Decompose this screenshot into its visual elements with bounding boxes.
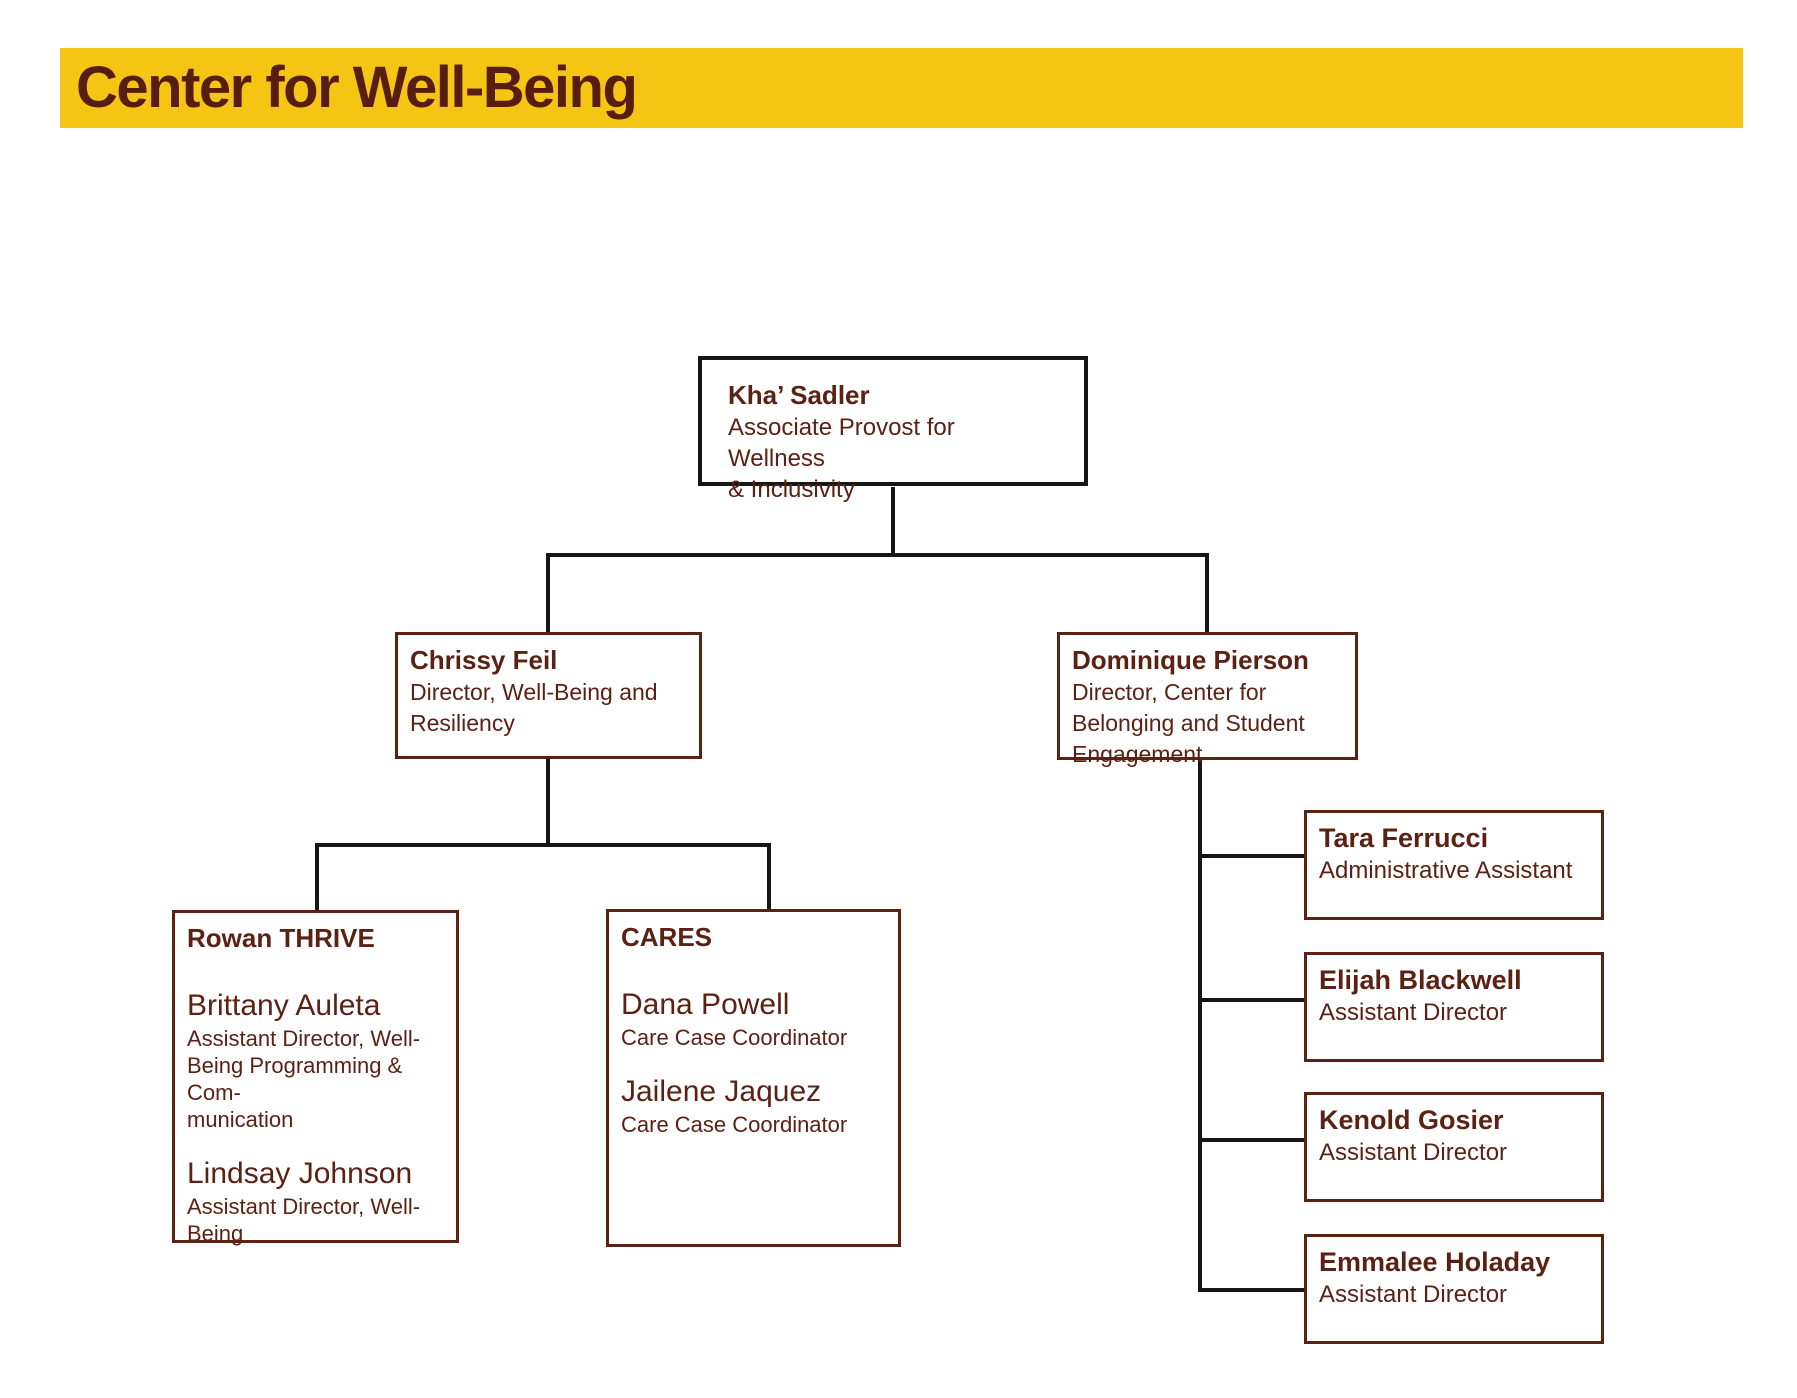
member-title: Assistant Director, Well- Being [187, 1194, 421, 1246]
team-name: Rowan THRIVE [187, 923, 375, 953]
person-name: Tara Ferrucci [1319, 823, 1489, 853]
team-member: Lindsay Johnson Assistant Director, Well… [187, 1155, 444, 1247]
connector-line [1198, 1288, 1306, 1292]
connector-line [315, 843, 319, 912]
org-box-tara-ferrucci: Tara Ferrucci Administrative Assistant [1304, 810, 1604, 920]
connector-line [891, 487, 895, 555]
connector-line [546, 553, 550, 634]
person-name: Dominique Pierson [1072, 645, 1309, 675]
org-box-emmalee-holaday: Emmalee Holaday Assistant Director [1304, 1234, 1604, 1344]
connector-line [315, 843, 771, 847]
connector-line [1198, 760, 1202, 1292]
connector-line [1205, 553, 1209, 634]
team-name: CARES [621, 922, 713, 952]
connector-line [1198, 1138, 1306, 1142]
member-title: Care Case Coordinator [621, 1112, 848, 1137]
connector-line [546, 759, 550, 847]
member-title: Assistant Director, Well- Being Programm… [187, 1026, 421, 1132]
person-name: Chrissy Feil [410, 645, 558, 675]
org-box-kenold-gosier: Kenold Gosier Assistant Director [1304, 1092, 1604, 1202]
member-name: Brittany Auleta [187, 989, 381, 1022]
team-member: Jailene Jaquez Care Case Coordinator [621, 1073, 886, 1138]
person-name: Emmalee Holaday [1319, 1247, 1551, 1277]
connector-line [767, 843, 771, 911]
person-name: Elijah Blackwell [1319, 965, 1522, 995]
connector-line [1198, 998, 1306, 1002]
person-title: Assistant Director [1319, 1281, 1508, 1308]
org-box-cares: CARES Dana Powell Care Case Coordinator … [606, 909, 901, 1247]
header-bar: Center for Well-Being [60, 48, 1743, 128]
connector-line [1198, 854, 1306, 858]
page-title: Center for Well-Being [76, 55, 638, 120]
member-title: Care Case Coordinator [621, 1025, 848, 1050]
org-box-kha-sadler: Kha’ Sadler Associate Provost for Wellne… [698, 356, 1088, 503]
team-member: Brittany Auleta Assistant Director, Well… [187, 987, 444, 1133]
person-title: Assistant Director [1319, 999, 1508, 1026]
person-title: Associate Provost for Wellness & Inclusi… [728, 414, 955, 503]
member-name: Jailene Jaquez [621, 1075, 822, 1108]
person-title: Administrative Assistant [1319, 857, 1573, 884]
connector-line [546, 553, 1209, 557]
org-box-dominique-pierson: Dominique Pierson Director, Center for B… [1057, 632, 1358, 767]
person-title: Assistant Director [1319, 1139, 1508, 1166]
member-name: Dana Powell [621, 988, 790, 1021]
team-member: Dana Powell Care Case Coordinator [621, 986, 886, 1051]
member-name: Lindsay Johnson [187, 1157, 413, 1190]
person-title: Director, Center for Belonging and Stude… [1072, 679, 1305, 767]
person-name: Kenold Gosier [1319, 1105, 1504, 1135]
org-box-rowan-thrive: Rowan THRIVE Brittany Auleta Assistant D… [172, 910, 459, 1246]
org-box-chrissy-feil: Chrissy Feil Director, Well-Being and Re… [395, 632, 702, 759]
org-box-elijah-blackwell: Elijah Blackwell Assistant Director [1304, 952, 1604, 1062]
person-title: Director, Well-Being and Resiliency [410, 679, 658, 736]
person-name: Kha’ Sadler [728, 380, 870, 410]
